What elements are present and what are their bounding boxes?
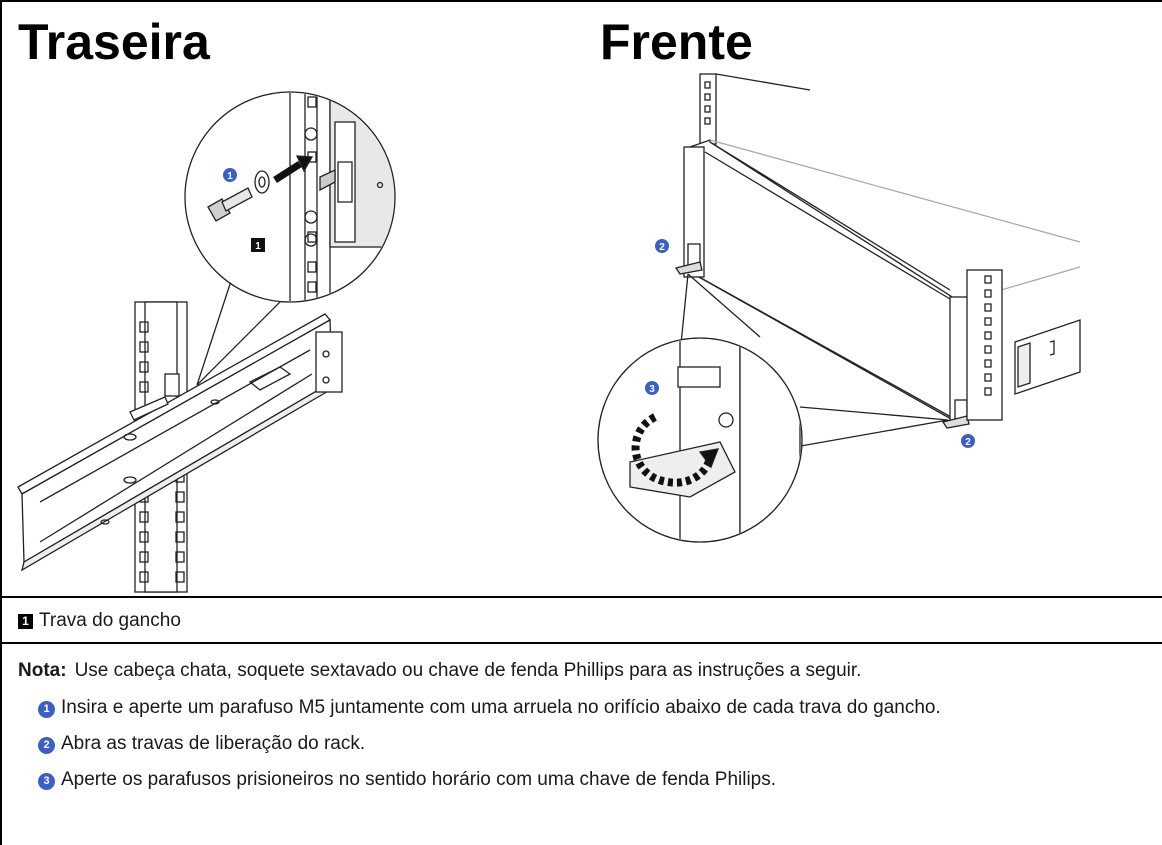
legend-row: 1 Trava do gancho <box>0 600 1162 644</box>
callout-2-left-text: 2 <box>659 242 665 253</box>
front-heading: Frente <box>600 14 753 70</box>
server-chassis <box>674 139 1081 429</box>
note-prefix: Nota: <box>18 660 67 681</box>
callout-2-right <box>961 434 975 448</box>
installation-illustration: 1 1 2 2 3 <box>17 73 1081 593</box>
step-text: Aperte os parafusos prisioneiros no sent… <box>61 769 777 790</box>
step-text: Abra as travas de liberação do rack. <box>61 733 366 754</box>
step-item: 1 Insira e aperte um parafuso M5 juntamen… <box>38 695 1138 721</box>
callout-2-left <box>655 239 669 253</box>
step-number-badge: 2 <box>38 736 55 754</box>
front-rack-left <box>699 73 811 145</box>
washer <box>254 170 270 194</box>
callout-badges: 1 1 2 2 3 <box>223 168 975 448</box>
steps-list: 1 Insira e aperte um parafuso M5 juntamen… <box>38 695 1138 803</box>
front-magnifier <box>597 337 803 543</box>
step-number-badge: 3 <box>38 772 55 790</box>
figure-panel: Traseira Frente <box>0 0 1162 598</box>
callout-1-text: 1 <box>227 171 233 182</box>
step-item: 2 Abra as travas de liberação do rack. <box>38 731 1138 757</box>
step-text: Insira e aperte um parafuso M5 juntament… <box>61 697 941 718</box>
callout-1-rear <box>223 168 237 182</box>
callout-2-right-text: 2 <box>965 437 971 448</box>
hook-lock-marker <box>251 238 265 252</box>
hook-lock-marker-text: 1 <box>255 241 261 252</box>
note-text: Use cabeça chata, soquete sextavado ou c… <box>74 660 862 681</box>
legend-number: 1 <box>18 613 33 629</box>
legend-label: Trava do gancho <box>39 610 181 631</box>
clockwise-arrow <box>631 413 714 487</box>
m5-screw <box>207 187 253 222</box>
callout-3-text: 3 <box>649 384 655 395</box>
callout-3 <box>645 381 659 395</box>
rear-heading: Traseira <box>18 14 210 70</box>
note: Nota: Use cabeça chata, soquete sextavado… <box>18 658 861 684</box>
front-rack-right <box>966 269 1081 421</box>
slide-rail <box>17 313 343 572</box>
insert-arrow <box>273 161 302 183</box>
rear-magnifier <box>184 91 396 303</box>
step-number-badge: 1 <box>38 700 55 718</box>
step-item: 3 Aperte os parafusos prisioneiros no sen… <box>38 767 1138 793</box>
